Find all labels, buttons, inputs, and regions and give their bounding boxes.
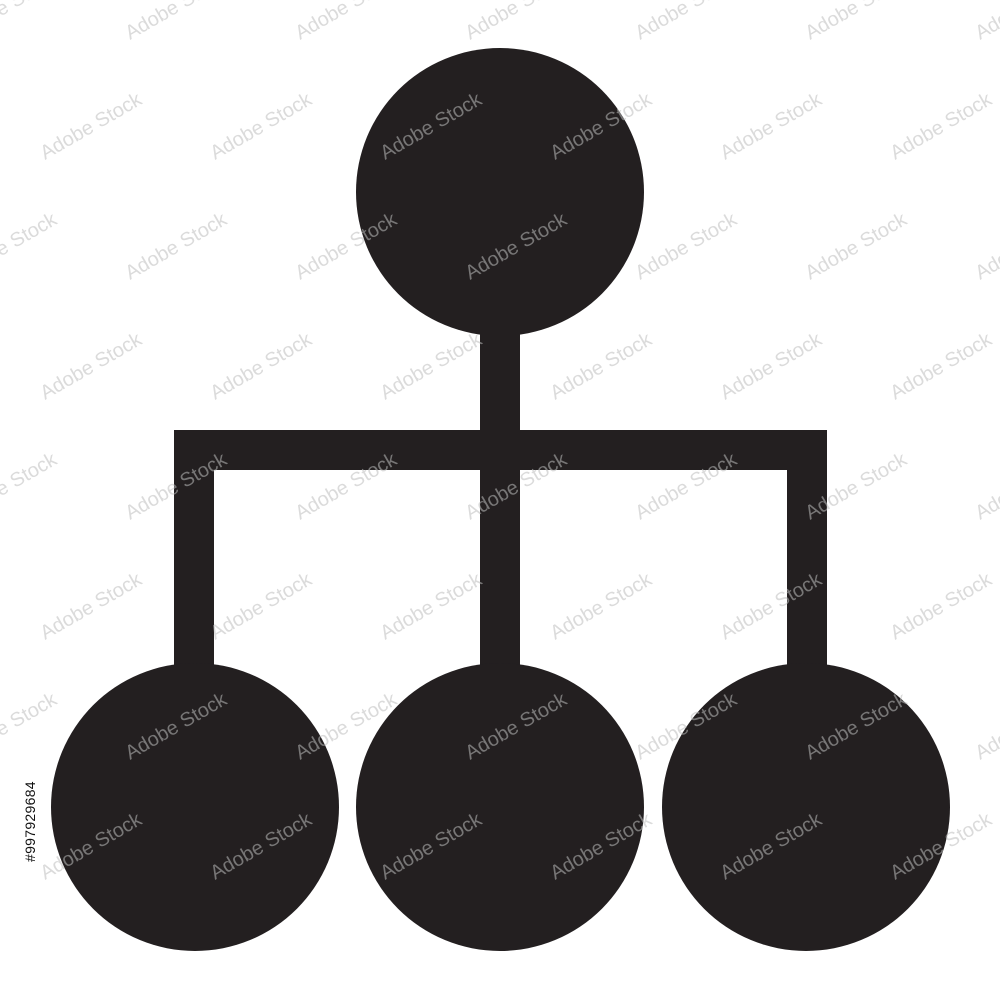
stock-id-label: #997929684 <box>22 781 38 862</box>
left-child-node-circle <box>51 663 339 951</box>
right-branch-stem <box>787 430 827 675</box>
right-child-node-circle <box>662 663 950 951</box>
top-node-circle <box>356 48 644 336</box>
center-child-node-circle <box>356 663 644 951</box>
hierarchy-icon-shapes <box>51 48 950 951</box>
center-branch-stem <box>480 430 520 675</box>
left-branch-stem <box>174 430 214 675</box>
